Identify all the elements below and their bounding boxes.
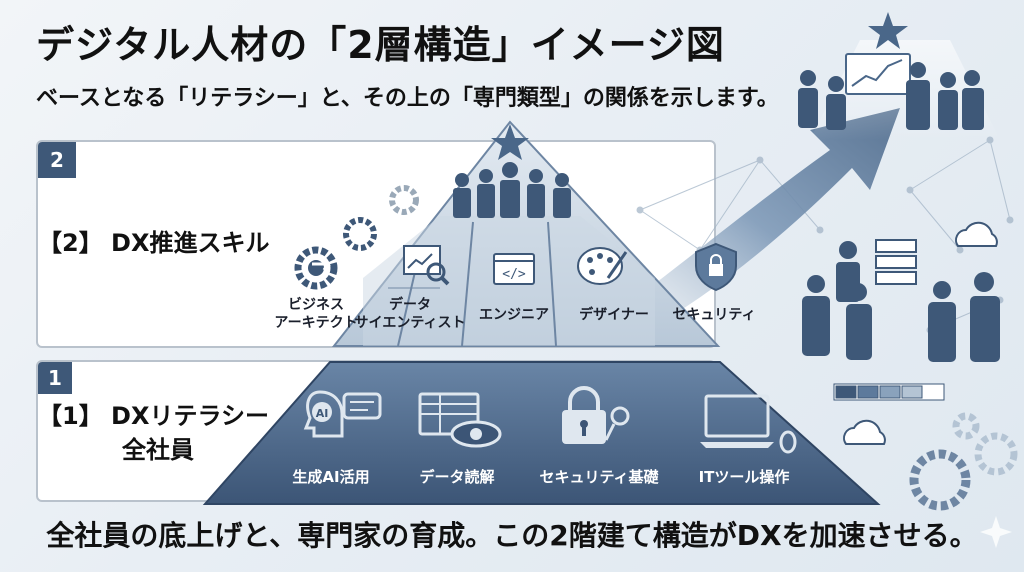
palette-icon <box>577 247 628 285</box>
svg-text:</>: </> <box>502 267 526 282</box>
growth-arrow <box>610 108 900 335</box>
gear-icon <box>343 217 377 251</box>
page-title: デジタル人材の「2層構造」イメージ図 <box>36 23 725 67</box>
item-security-basics: セキュリティ基礎 <box>539 468 659 486</box>
pyramid-star-icon <box>491 124 529 160</box>
server-icon <box>875 239 917 285</box>
progress-bar <box>833 383 945 401</box>
layer2-label: 【2】 DX推進スキル <box>38 229 270 257</box>
spreadsheet-eye-icon <box>418 392 502 448</box>
layer1-sublabel: 全社員 <box>122 436 194 464</box>
item-data-reading: データ読解 <box>419 468 495 486</box>
bottom-message: 全社員の底上げと、専門家の育成。この2階建て構造がDXを加速させる。 <box>46 519 978 552</box>
role-engineer: エンジニア <box>479 307 549 323</box>
gear-icon <box>909 449 971 511</box>
role-data-scientist: データ サイエンティスト <box>354 297 466 332</box>
gear-arrow-icon <box>294 246 338 290</box>
layer2-number: 2 <box>38 142 76 178</box>
page-subtitle: ベースとなる「リテラシー」と、その上の「専門類型」の関係を示します。 <box>36 86 779 111</box>
role-designer: デザイナー <box>579 307 649 323</box>
gear-icon <box>389 185 419 215</box>
sparkle-icon <box>980 516 1012 548</box>
ai-head-icon: AI <box>303 390 382 438</box>
team-top-right-icon <box>798 62 984 130</box>
gear-icon <box>952 412 1018 476</box>
code-window-icon: </> <box>493 253 535 285</box>
lock-key-icon <box>562 386 630 444</box>
laptop-mouse-icon <box>700 394 797 454</box>
layer1-number: 1 <box>38 362 72 394</box>
item-it-tools: ITツール操作 <box>698 468 790 486</box>
role-business-architect: ビジネス アーキテクト <box>274 297 358 332</box>
svg-text:AI: AI <box>316 407 329 420</box>
team-pyramid-icon <box>453 162 571 218</box>
cloud-icon <box>843 221 998 445</box>
role-security: セキュリティ <box>672 307 756 323</box>
top-star-icon <box>868 12 908 49</box>
shield-lock-icon <box>695 242 737 292</box>
item-genai: 生成AI活用 <box>292 468 370 486</box>
team-right-icon <box>802 241 1000 362</box>
layer1-label: 【1】 DXリテラシー <box>38 402 269 430</box>
chart-magnifier-icon <box>403 245 450 286</box>
